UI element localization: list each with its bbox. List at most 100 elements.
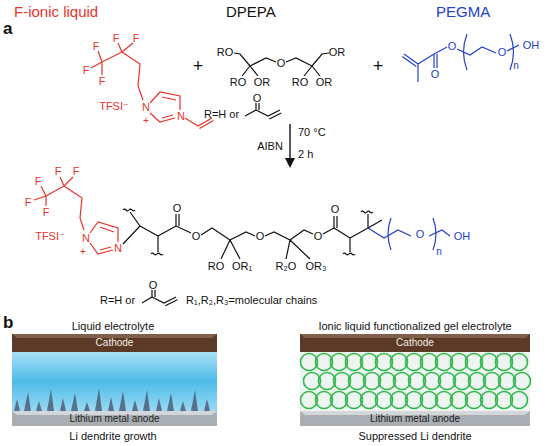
counter-ion: TFSI⁻ xyxy=(99,101,129,112)
dendrite xyxy=(180,401,186,411)
gel-electrolyte xyxy=(300,352,530,411)
reaction-arrow xyxy=(289,124,290,160)
dendrite xyxy=(14,399,20,411)
atom-label: N xyxy=(114,243,122,254)
dendrite xyxy=(204,399,210,411)
bond-lines xyxy=(34,177,118,254)
atom-label: R₂O xyxy=(276,261,297,272)
atom-label: O xyxy=(253,93,262,104)
atom-label: OR xyxy=(316,77,333,88)
atom-label: OH xyxy=(454,231,471,242)
plus-sign: + xyxy=(193,57,204,75)
plate-face xyxy=(12,411,217,426)
atom-label: OR xyxy=(329,47,346,58)
repeat-index: n xyxy=(436,247,442,257)
polymer-network xyxy=(301,354,531,409)
atom-label: F xyxy=(113,33,120,44)
anode-plate: Lithium metal anode xyxy=(12,411,217,426)
atom-label: N xyxy=(142,102,150,113)
plus-sign: + xyxy=(373,57,384,75)
reaction-condition: 2 h xyxy=(298,149,313,160)
atom-label: F xyxy=(99,76,106,87)
plate-face xyxy=(300,411,530,426)
atom-label: F xyxy=(55,166,62,177)
plate-face xyxy=(12,334,217,352)
component-name: PEGMA xyxy=(436,4,490,19)
substituent-note: R=H or xyxy=(100,295,135,306)
panel-caption: Li dendrite growth xyxy=(69,431,156,442)
dendrite xyxy=(191,390,198,411)
atom-label: F xyxy=(43,207,50,218)
dendrite xyxy=(36,401,42,411)
network-row xyxy=(301,392,528,409)
repeat-index: n xyxy=(513,61,519,71)
atom-label: N xyxy=(177,111,185,122)
anode-plate: Lithium metal anode xyxy=(300,411,530,426)
atom-label: O xyxy=(256,231,265,242)
atom-label: F xyxy=(133,33,140,44)
plate-label: Cathode xyxy=(96,338,134,348)
plate-label: Lithium metal anode xyxy=(370,414,460,424)
liquid-electrolyte xyxy=(12,352,217,411)
atom-label: O xyxy=(498,47,507,58)
atom-label: OR₁ xyxy=(232,261,252,272)
atom-label: F xyxy=(73,166,80,177)
atom-label: O xyxy=(192,231,201,242)
dendrite xyxy=(132,400,138,411)
dendrite xyxy=(143,390,150,411)
atom-label: F xyxy=(35,176,42,187)
panel-heading: Ionic liquid functionalized gel electrol… xyxy=(318,321,511,332)
component-name: DPEPA xyxy=(226,4,276,19)
charge-sign: + xyxy=(143,116,149,126)
atom-label: RO xyxy=(208,261,225,272)
atom-label: F xyxy=(25,197,32,208)
atom-label: O xyxy=(149,280,158,291)
bond-lines xyxy=(123,209,382,306)
atom-label: O xyxy=(448,41,457,52)
reaction-condition: AIBN xyxy=(257,141,283,152)
plate-label: Lithium metal anode xyxy=(69,414,159,424)
counter-ion: TFSI⁻ xyxy=(35,231,65,242)
panel-letter: a xyxy=(3,20,12,37)
atom-label: RO xyxy=(217,47,234,58)
atom-label: O xyxy=(331,204,340,215)
substituent-note: R₁,R₂,R₃=molecular chains xyxy=(186,295,317,306)
plate-face xyxy=(300,334,530,352)
atom-label: OR₃ xyxy=(306,261,327,272)
dendrite xyxy=(24,392,31,411)
atom-label: O xyxy=(277,58,286,69)
bond-lines xyxy=(234,53,329,119)
panel-heading: Liquid electrolyte xyxy=(72,321,155,332)
atom-label: O xyxy=(416,229,425,240)
network-row xyxy=(301,354,528,371)
dendrite xyxy=(167,393,174,411)
component-name: F-ionic liquid xyxy=(14,4,98,19)
bond-lines xyxy=(402,34,519,82)
atom-label: OR xyxy=(254,77,271,88)
dendrite xyxy=(47,389,54,411)
atom-label: RO xyxy=(292,77,309,88)
plate-label: Cathode xyxy=(396,338,434,348)
atom-label: F xyxy=(83,65,90,76)
atom-label: O xyxy=(173,203,182,214)
dendrite xyxy=(108,397,114,411)
atom-label: F xyxy=(93,41,100,52)
dendrite xyxy=(156,398,162,411)
atom-label: O xyxy=(314,231,323,242)
reaction-condition: 70 °C xyxy=(298,127,326,138)
bond-lines xyxy=(368,218,450,250)
dendrite xyxy=(71,393,78,411)
panel-caption: Suppressed Li dendrite xyxy=(358,431,471,442)
arrow-head xyxy=(285,158,295,168)
atom-label: RO xyxy=(230,77,247,88)
atom-label: O xyxy=(431,69,440,80)
cathode-plate: Cathode xyxy=(300,334,530,352)
bond-lines xyxy=(91,43,214,129)
dendrite xyxy=(84,402,90,411)
dendrite xyxy=(60,398,66,411)
li-dendrites xyxy=(14,388,210,411)
atom-label: N xyxy=(82,233,90,244)
panel-letter: b xyxy=(3,314,13,331)
dendrite xyxy=(95,388,102,411)
atom-label: OH xyxy=(523,40,540,51)
